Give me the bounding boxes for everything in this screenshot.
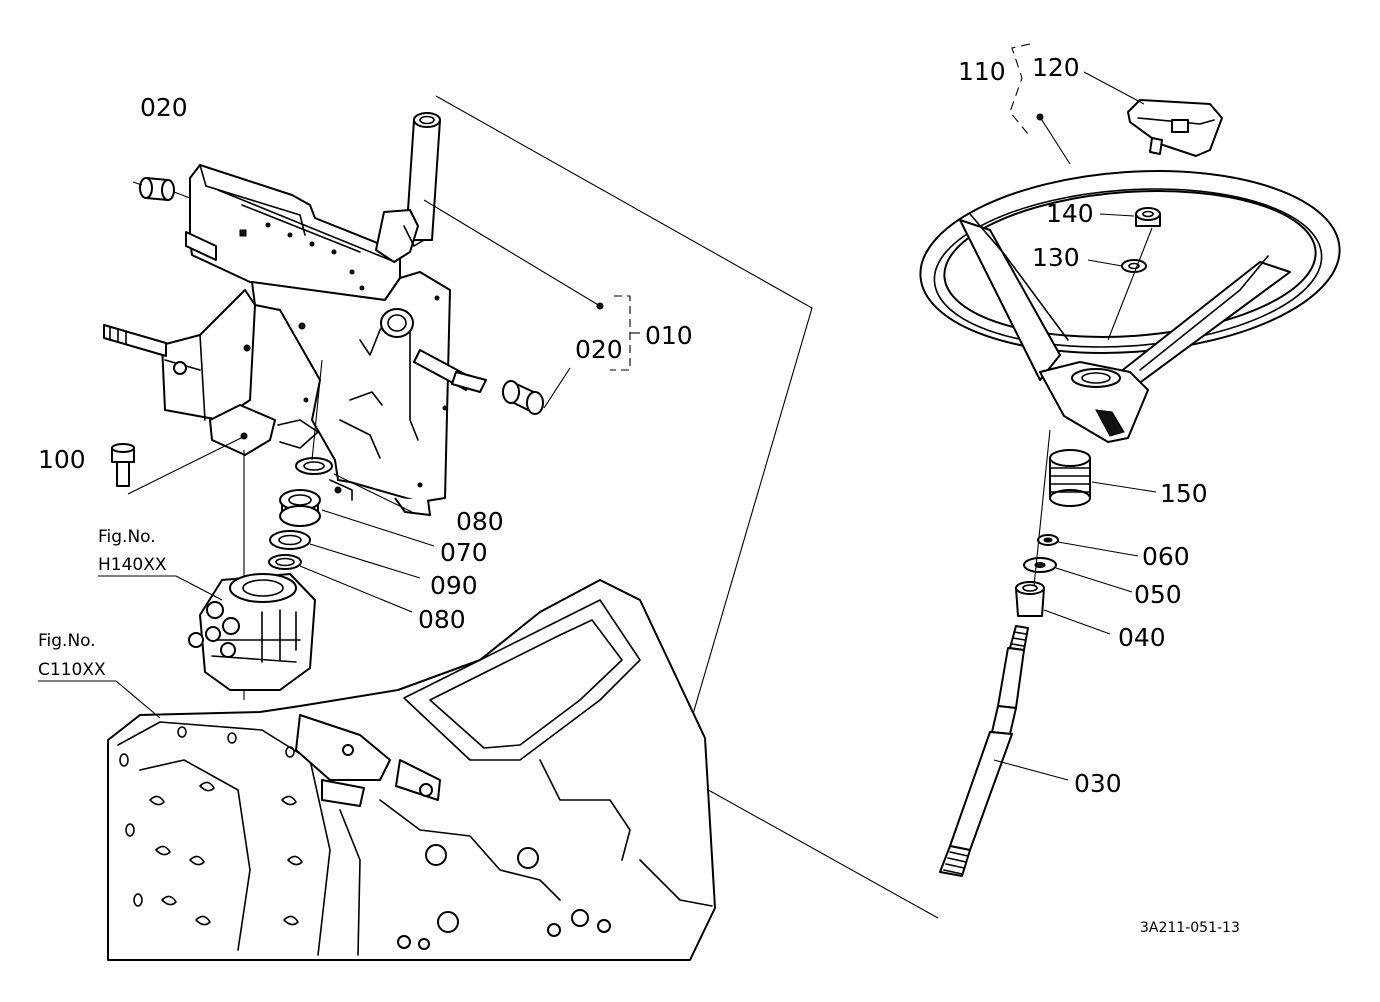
figref-c110-code: C110XX bbox=[38, 660, 106, 680]
callout-050: 050 bbox=[1134, 580, 1182, 609]
callout-070: 070 bbox=[440, 538, 488, 567]
callout-080-lower: 080 bbox=[418, 605, 466, 634]
bushing-020-top bbox=[132, 177, 191, 201]
callout-010: 010 bbox=[645, 321, 693, 350]
figref-c110-prefix: Fig.No. bbox=[38, 631, 96, 651]
callout-140: 140 bbox=[1046, 199, 1094, 228]
steering-bracket-assembly bbox=[103, 164, 487, 516]
callout-120: 120 bbox=[1032, 53, 1080, 82]
bushing-020-right bbox=[502, 367, 571, 415]
washer-080-upper bbox=[295, 457, 333, 475]
collar-040 bbox=[1015, 581, 1045, 617]
callout-100: 100 bbox=[38, 445, 86, 474]
steering-shaft-030 bbox=[939, 429, 1069, 877]
callout-110: 110 bbox=[958, 57, 1006, 86]
callout-060: 060 bbox=[1142, 542, 1190, 571]
callout-040: 040 bbox=[1118, 623, 1166, 652]
steering-wheel bbox=[919, 170, 1341, 443]
washer-130 bbox=[1121, 259, 1147, 273]
transmission-housing bbox=[107, 579, 716, 961]
callout-130: 130 bbox=[1032, 243, 1080, 272]
washer-050 bbox=[1023, 557, 1057, 573]
power-steering-unit bbox=[188, 573, 316, 721]
figref-h140-code: H140XX bbox=[98, 555, 167, 575]
spring-150 bbox=[1049, 449, 1091, 507]
callout-080-upper: 080 bbox=[456, 507, 504, 536]
column-tube bbox=[375, 112, 441, 263]
flange-holes bbox=[119, 726, 303, 926]
callout-020-right: 020 bbox=[575, 335, 623, 364]
callout-020-top: 020 bbox=[140, 93, 188, 122]
assembly-outline-line bbox=[435, 95, 939, 919]
center-cap-120 bbox=[1127, 99, 1223, 157]
diagram-code: 3A211-051-13 bbox=[1140, 920, 1240, 936]
nut-140 bbox=[1135, 207, 1161, 227]
washer-090 bbox=[269, 530, 311, 550]
bearing-070 bbox=[279, 489, 321, 527]
figref-h140-prefix: Fig.No. bbox=[98, 527, 156, 547]
washer-080-lower bbox=[268, 554, 302, 570]
bolt-100 bbox=[111, 435, 246, 495]
clip-060 bbox=[1037, 534, 1059, 546]
callout-150: 150 bbox=[1160, 479, 1208, 508]
callout-090: 090 bbox=[430, 571, 478, 600]
callout-030: 030 bbox=[1074, 769, 1122, 798]
